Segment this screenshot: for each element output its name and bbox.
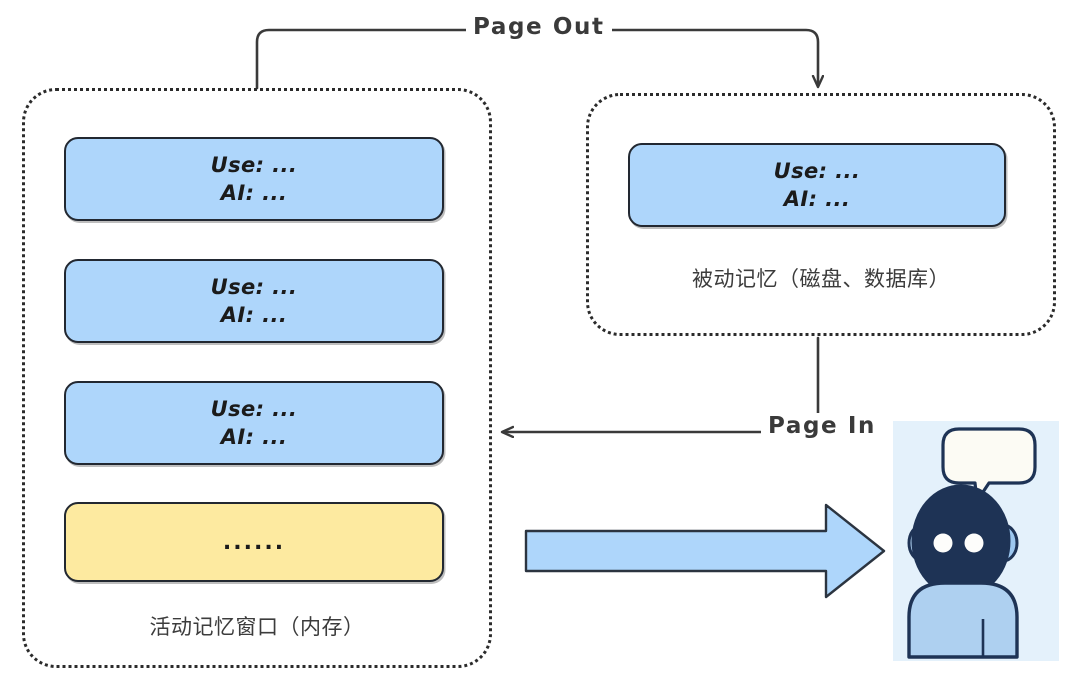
passive-memory-container: [586, 93, 1056, 336]
active-memory-container: [22, 88, 492, 668]
card-ai-line: AI: ...: [220, 303, 288, 327]
card-ai-line: AI: ...: [220, 425, 288, 449]
robot-avatar-icon: [893, 421, 1059, 661]
page-out-label: Page Out: [466, 14, 612, 40]
passive-memory-caption: 被动记忆（磁盘、数据库）: [692, 267, 950, 291]
robot-eye-left: [933, 533, 953, 553]
message-card[interactable]: Use: ... AI: ...: [64, 137, 444, 221]
card-ai-line: AI: ...: [783, 187, 851, 211]
overflow-card[interactable]: ......: [64, 502, 444, 582]
card-user-line: Use: ...: [773, 158, 861, 183]
card-user-line: Use: ...: [210, 152, 298, 177]
page-in-label: Page In: [761, 413, 883, 439]
active-memory-caption: 活动记忆窗口（内存）: [149, 615, 365, 639]
robot-eye-right: [964, 533, 984, 553]
overflow-ellipsis: ......: [222, 529, 286, 555]
card-user-line: Use: ...: [210, 396, 298, 421]
block-arrow-right-icon: [524, 503, 886, 599]
robot-body: [907, 581, 1019, 659]
card-user-line: Use: ...: [210, 274, 298, 299]
robot-head: [911, 484, 1011, 598]
message-card[interactable]: Use: ... AI: ...: [628, 143, 1006, 227]
message-card[interactable]: Use: ... AI: ...: [64, 381, 444, 465]
message-card[interactable]: Use: ... AI: ...: [64, 259, 444, 343]
card-ai-line: AI: ...: [220, 181, 288, 205]
